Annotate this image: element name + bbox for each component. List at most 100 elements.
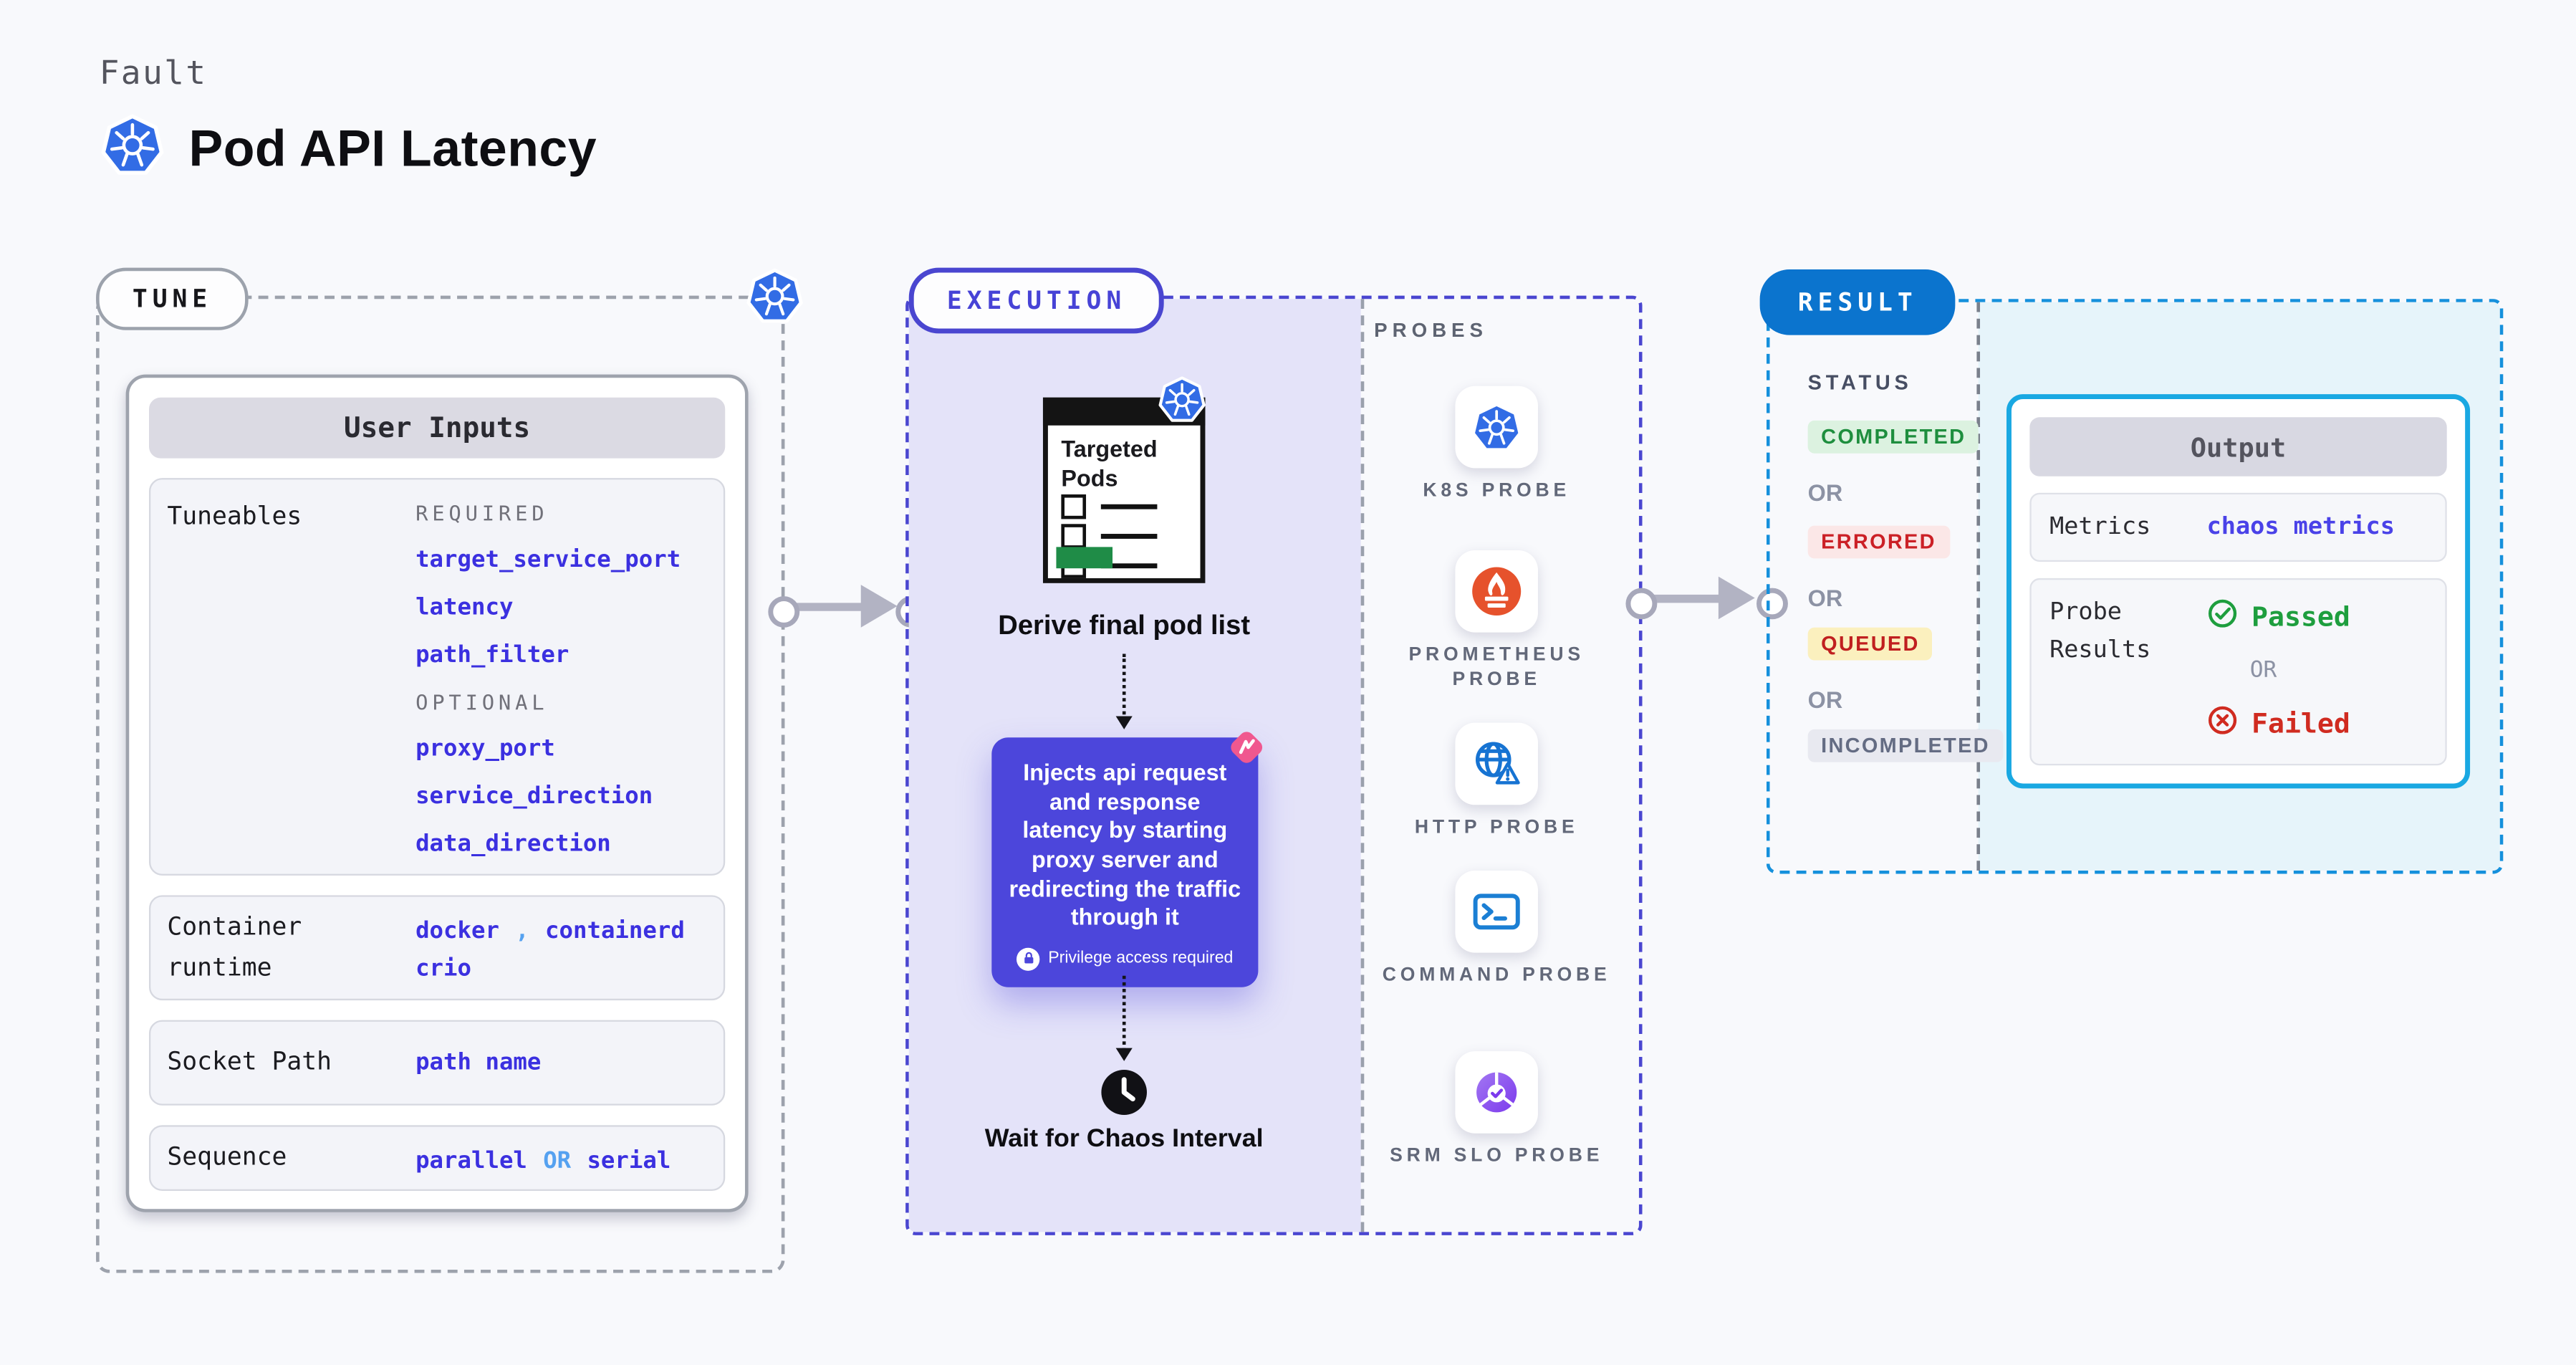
sequence-values: parallel OR serial xyxy=(415,1142,671,1174)
fault-category-label: Fault xyxy=(99,52,208,92)
derive-pod-list-label: Derive final pod list xyxy=(998,610,1251,641)
status-badge-completed: COMPLETED xyxy=(1807,420,1979,454)
metrics-value: chaos metrics xyxy=(2206,514,2395,541)
container-runtime-values: docker , containerd crio xyxy=(415,914,685,982)
runtime-containerd: containerd xyxy=(545,918,685,945)
connector-dot xyxy=(767,595,799,627)
metrics-label: Metrics xyxy=(2049,514,2151,541)
or-label: OR xyxy=(1807,479,1843,507)
kubernetes-icon xyxy=(1455,385,1538,469)
failed-label: Failed xyxy=(2251,709,2350,740)
result-panel: STATUS COMPLETED OR ERRORED OR QUEUED OR… xyxy=(1766,299,2504,874)
failed-line: Failed xyxy=(2207,706,2350,744)
status-badge-queued: QUEUED xyxy=(1807,627,1933,661)
probe-k8s: K8S PROBE xyxy=(1374,385,1619,504)
probe-label: SRM SLO PROBE xyxy=(1390,1146,1604,1167)
passed-line: Passed xyxy=(2207,599,2350,637)
output-card: Output Metrics chaos metrics Probe Resul… xyxy=(2006,394,2471,789)
kubernetes-icon xyxy=(100,112,165,186)
pod-list-item xyxy=(1061,524,1158,549)
inject-description-text: Injects api request and response latency… xyxy=(1009,759,1241,930)
probe-results-row: Probe Results Passed OR xyxy=(2029,579,2447,766)
chaos-fault-icon xyxy=(1222,723,1272,780)
privilege-note: Privilege access required xyxy=(1048,949,1234,968)
output-title: Output xyxy=(2029,417,2447,476)
param-service-direction: service_direction xyxy=(415,783,653,810)
runtime-docker: docker xyxy=(415,918,499,945)
runtime-separator: , xyxy=(515,918,529,945)
probe-prometheus: PROMETHEUS PROBE xyxy=(1374,550,1619,693)
status-badge-errored: ERRORED xyxy=(1807,525,1950,559)
param-target-service-port: target_service_port xyxy=(415,547,681,574)
sequence-block: Sequence parallel OR serial xyxy=(148,1125,726,1192)
container-runtime-block: Container runtime docker , containerd cr… xyxy=(148,895,726,1001)
result-divider xyxy=(1976,302,1981,871)
sequence-serial: serial xyxy=(587,1147,671,1174)
passed-label: Passed xyxy=(2251,602,2350,633)
probe-label: COMMAND PROBE xyxy=(1382,965,1611,986)
terminal-icon xyxy=(1455,870,1538,953)
clock-icon xyxy=(1100,1068,1149,1125)
inject-description-box: Injects api request and response latency… xyxy=(991,732,1263,987)
param-latency: latency xyxy=(415,594,514,621)
sequence-or: OR xyxy=(543,1147,572,1174)
status-label: STATUS xyxy=(1807,371,1913,395)
result-badge: RESULT xyxy=(1759,269,1956,335)
param-path-filter: path_filter xyxy=(415,642,569,669)
lock-icon xyxy=(1017,947,1040,971)
probe-http: HTTP PROBE xyxy=(1374,722,1619,841)
tuneables-params: REQUIRED target_service_port latency pat… xyxy=(415,496,681,857)
flow-arrow-down xyxy=(1115,653,1133,729)
or-label: OR xyxy=(2249,658,2277,684)
check-circle-icon xyxy=(2207,599,2239,637)
progress-bar xyxy=(1056,547,1113,569)
probe-results-label: Probe Results xyxy=(2049,600,2151,664)
probe-command: COMMAND PROBE xyxy=(1374,870,1619,989)
probes-title: PROBES xyxy=(1374,318,1488,342)
tuneables-label: Tuneables xyxy=(167,501,302,531)
targeted-pods-title: Targeted Pods xyxy=(1061,435,1158,491)
probe-srm-slo: SRM SLO PROBE xyxy=(1374,1051,1619,1169)
targeted-pods-card: Targeted Pods xyxy=(1042,398,1205,583)
wait-chaos-interval-label: Wait for Chaos Interval xyxy=(984,1125,1264,1154)
privilege-row: Privilege access required xyxy=(1008,947,1241,971)
sequence-label: Sequence xyxy=(167,1141,287,1172)
tune-panel xyxy=(96,295,785,1273)
probe-results-values: Passed OR Failed xyxy=(2207,595,2350,749)
metrics-row: Metrics chaos metrics xyxy=(2029,492,2447,563)
optional-label: OPTIONAL xyxy=(415,689,549,715)
execution-badge: EXECUTION xyxy=(908,267,1165,334)
pod-list-item xyxy=(1061,494,1158,519)
or-label: OR xyxy=(1807,686,1843,713)
probe-label: PROMETHEUS PROBE xyxy=(1408,645,1585,690)
socket-path-label: Socket Path xyxy=(167,1046,332,1077)
kubernetes-icon xyxy=(745,266,804,333)
tuneables-block: Tuneables REQUIRED target_service_port l… xyxy=(148,478,726,876)
prometheus-icon xyxy=(1455,550,1538,633)
connector-dot xyxy=(1755,587,1787,619)
runtime-crio: crio xyxy=(415,956,471,982)
user-inputs-title: User Inputs xyxy=(148,397,726,459)
globe-alert-icon xyxy=(1455,722,1538,805)
user-inputs-card: User Inputs Tuneables REQUIRED target_se… xyxy=(125,374,749,1212)
sequence-parallel: parallel xyxy=(415,1147,527,1174)
execution-panel: PROBES Targeted Pods Derive final pod li… xyxy=(905,295,1643,1235)
container-runtime-label: Container runtime xyxy=(167,911,302,982)
socket-path-value: path name xyxy=(415,1049,542,1076)
socket-path-block: Socket Path path name xyxy=(148,1020,726,1106)
page-title: Pod API Latency xyxy=(188,119,597,177)
status-badge-incompleted: INCOMPLETED xyxy=(1807,729,2004,762)
flow-arrow-down xyxy=(1115,975,1133,1061)
kubernetes-icon xyxy=(1157,375,1206,432)
param-proxy-port: proxy_port xyxy=(415,736,555,762)
probe-label: HTTP PROBE xyxy=(1414,818,1579,838)
x-circle-icon xyxy=(2207,706,2239,744)
probe-label: K8S PROBE xyxy=(1423,481,1570,502)
required-label: REQUIRED xyxy=(415,501,549,526)
execution-probes-divider xyxy=(1360,299,1365,1232)
or-label: OR xyxy=(1807,585,1843,611)
connector-dot xyxy=(1625,587,1657,619)
page-title-row: Pod API Latency xyxy=(100,112,597,186)
param-data-direction: data_direction xyxy=(415,830,611,858)
